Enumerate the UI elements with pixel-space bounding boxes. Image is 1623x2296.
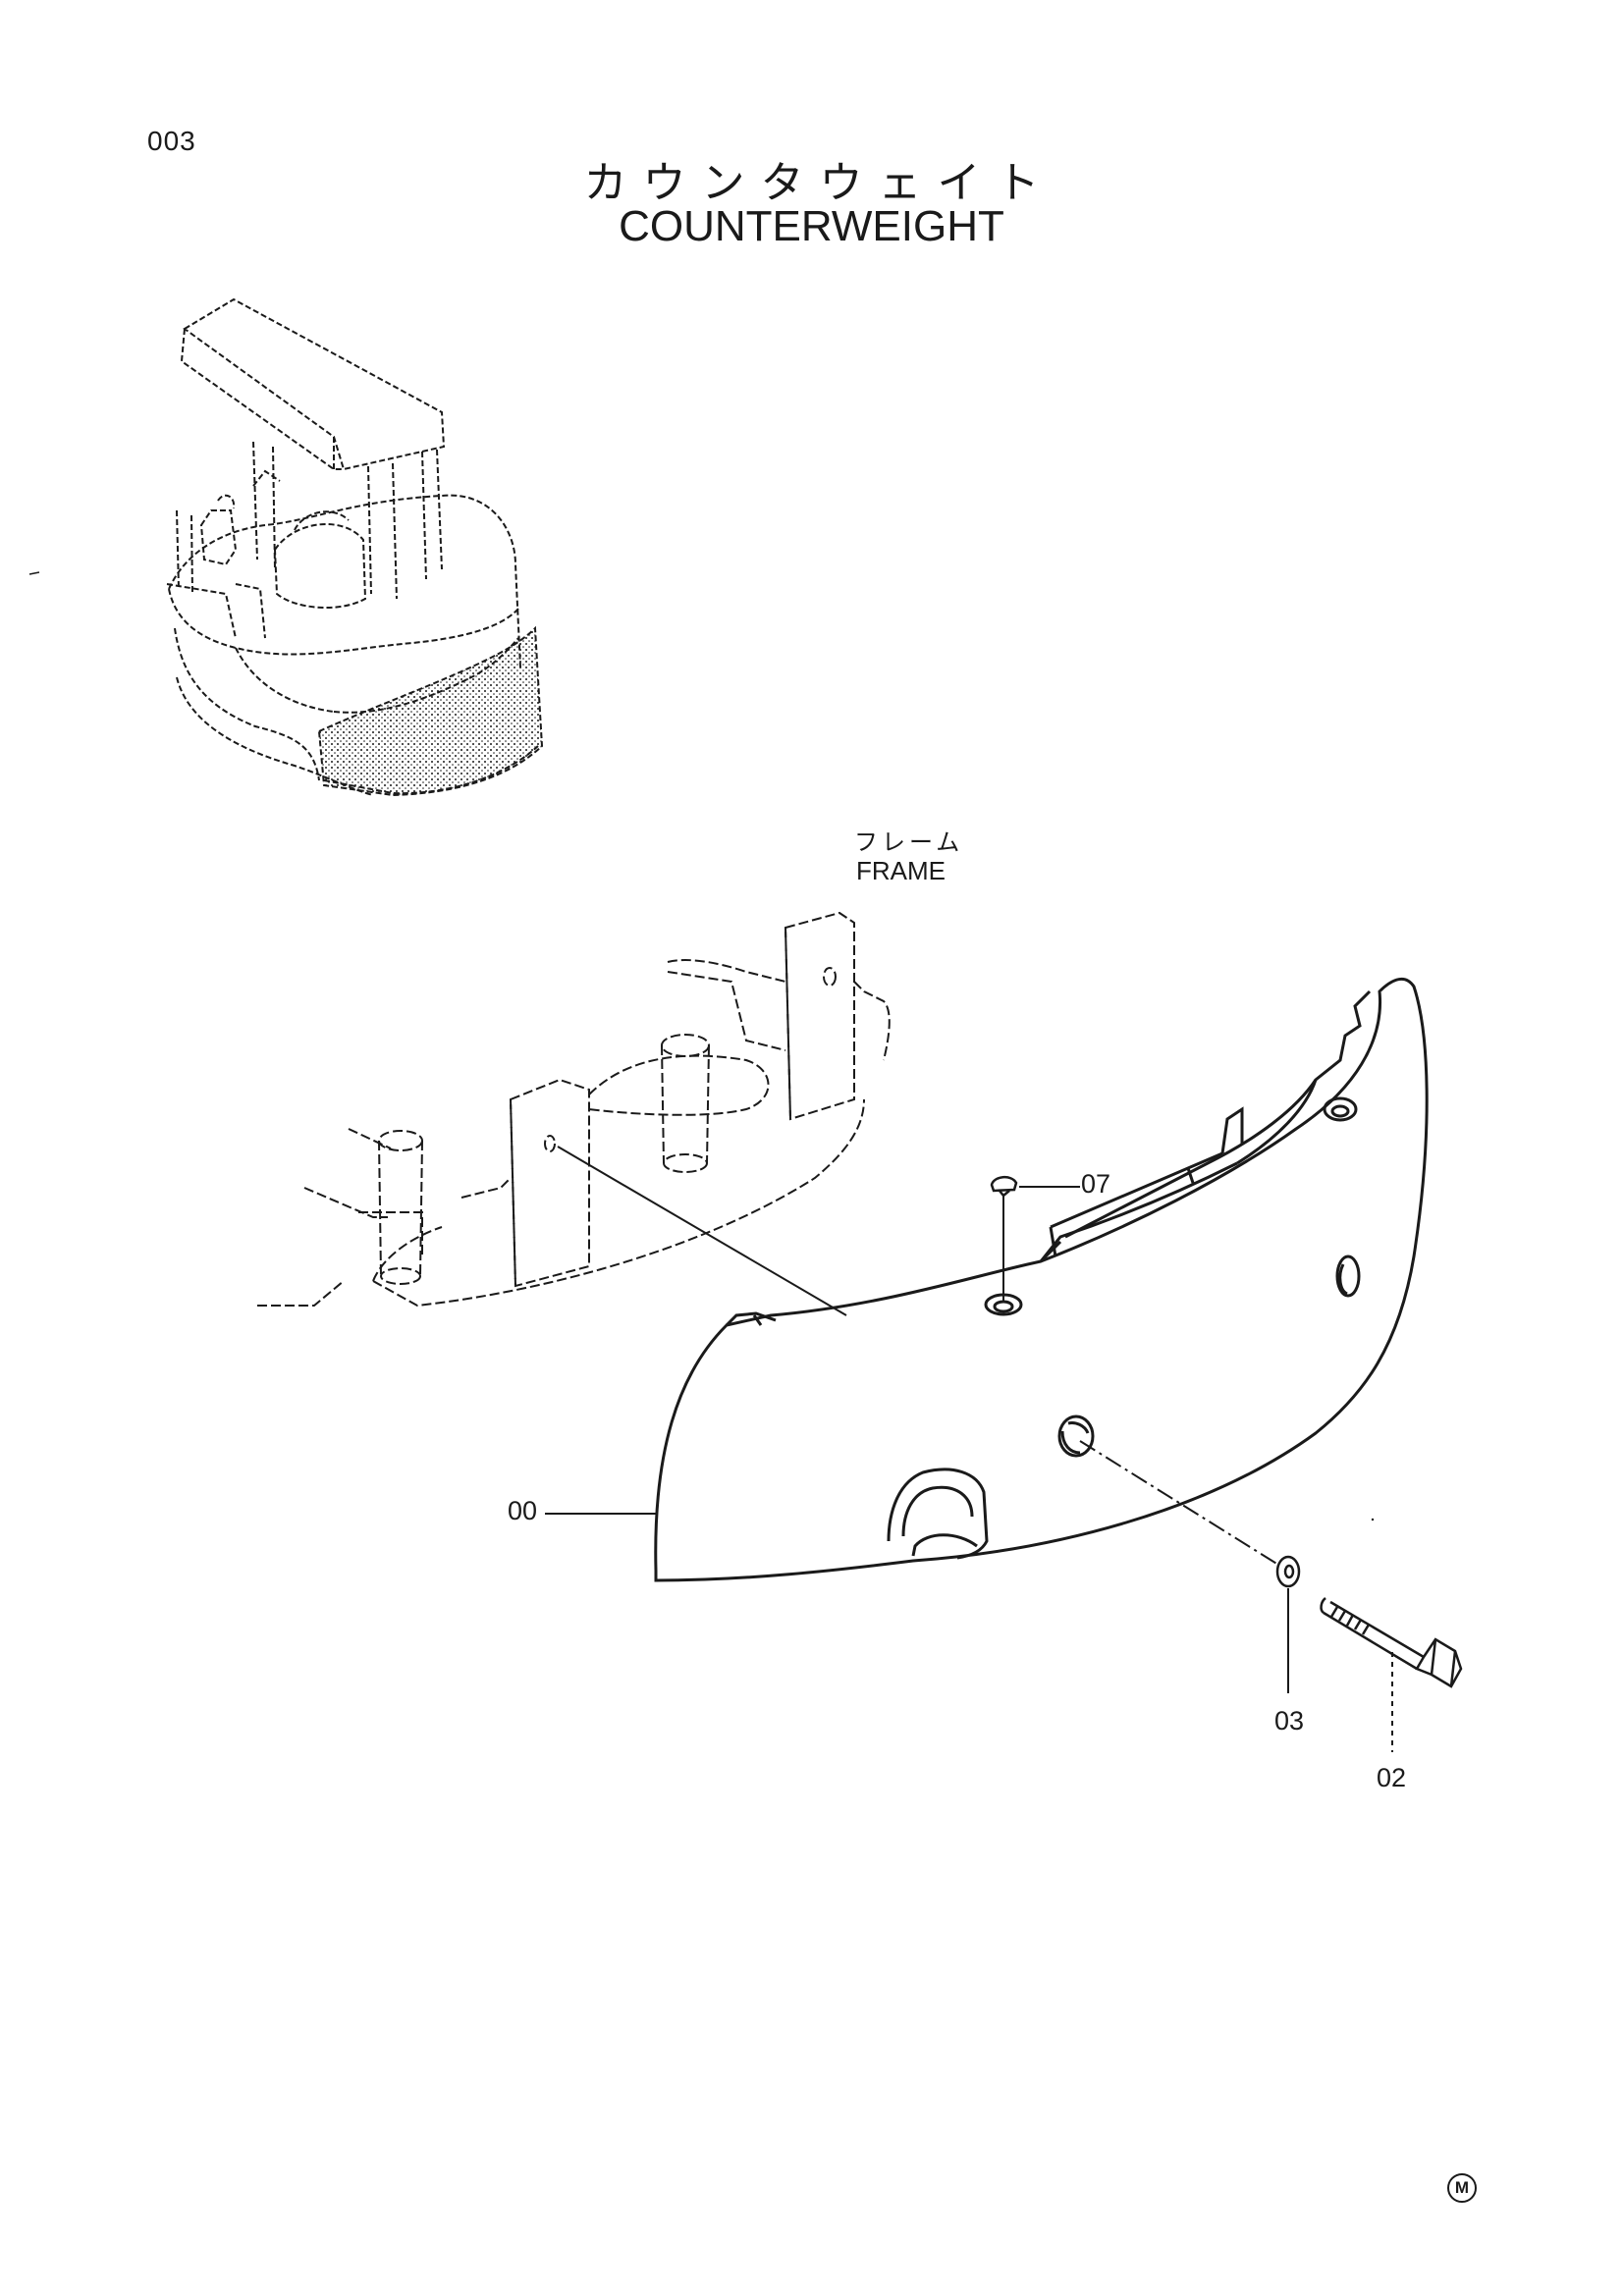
leader-lines (545, 1146, 1393, 1752)
callout-07: 07 (1081, 1169, 1111, 1199)
frame-phantom-outline (257, 911, 891, 1308)
callout-02: 02 (1377, 1763, 1407, 1792)
assembly-line-frame (557, 1146, 847, 1316)
callout-03: 03 (1274, 1706, 1305, 1735)
bolt-part-02 (1320, 1597, 1463, 1688)
page-title-english: COUNTERWEIGHT (619, 202, 1004, 250)
scan-speck (28, 571, 40, 575)
page-title-japanese: カウンタウェイト (583, 158, 1055, 208)
washer-part-03 (1275, 1555, 1301, 1588)
counterweight-highlight (317, 625, 544, 797)
frame-label-english: FRAME (856, 856, 946, 885)
page-number: 003 (147, 126, 196, 156)
assembly-line-03 (1079, 1440, 1279, 1566)
counterweight-body (654, 977, 1429, 1582)
scan-speck (1371, 1518, 1375, 1522)
corner-model-mark: M (1447, 2173, 1477, 2203)
callout-00: 00 (508, 1496, 538, 1525)
plug-part-07 (990, 1176, 1018, 1198)
frame-label-japanese: フレーム (854, 828, 964, 856)
